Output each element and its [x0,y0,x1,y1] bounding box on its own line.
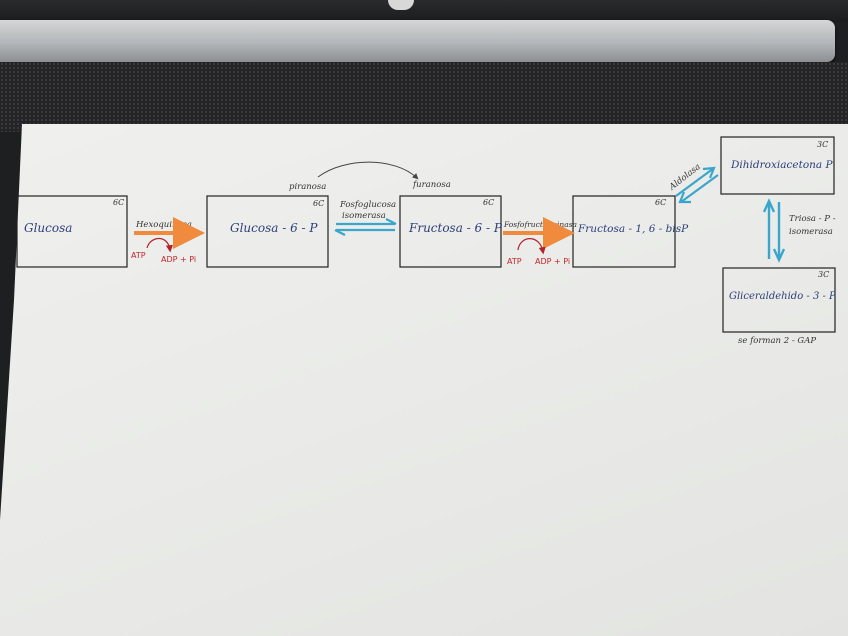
enzyme-fosfoglucosa-line1: Fosfoglucosa [339,200,396,210]
box-glucosa-label: Glucosa [24,221,72,235]
box-glucosa-6-p: Glucosa - 6 - P 6C [207,196,328,267]
box-gliceraldehido-3-p-label: Gliceraldehido - 3 - P [729,291,836,302]
box-fructosa-1-6-bisp-label: Fructosa - 1, 6 - bisP [577,223,689,235]
cofactor-adp-2: ADP + Pi [535,257,570,266]
ring-conversion-arc [318,162,417,178]
cofactor-arc-1 [147,239,170,251]
box-fructosa-6-p-label: Fructosa - 6 - P [408,221,503,235]
cofactor-adp-1: ADP + Pi [161,255,196,264]
step-hexoquinasa: Hexoquinasa ATP ADP + Pi [131,220,197,264]
cofactor-atp-1: ATP [131,251,146,260]
box-glucosa-6-p-carbons: 6C [313,199,324,208]
step-triosa-p-isomerasa: Triosa - P - isomerasa [764,201,836,260]
box-fructosa-1-6-bisp-carbons: 6C [655,198,666,207]
ring-form-piranosa: piranosa [289,182,326,192]
enzyme-fosfoglucosa-line2: isomerasa [342,211,386,221]
box-dihidroxiacetona-p: Dihidroxiacetona P 3C [721,137,834,194]
enzyme-triosa-line1: Triosa - P - [789,214,836,224]
box-glucosa-carbons: 6C [113,198,124,207]
cofactor-atp-2: ATP [507,257,522,266]
box-fructosa-6-p: Fructosa - 6 - P 6C [400,196,503,267]
box-gliceraldehido-3-p-carbons: 3C [818,270,829,279]
step-fosfofructoquinasa: Fosfofructoquinasa ATP ADP + Pi [503,220,577,266]
box-dihidroxiacetona-p-carbons: 3C [817,140,828,149]
footnote-gap: se forman 2 - GAP [738,336,816,346]
enzyme-hexoquinasa: Hexoquinasa [135,220,192,230]
box-gliceraldehido-3-p: Gliceraldehido - 3 - P 3C [723,268,836,332]
cofactor-arc-2 [518,239,543,252]
box-glucosa: Glucosa 6C [17,196,127,267]
box-fructosa-6-p-carbons: 6C [483,198,494,207]
ring-form-furanosa: furanosa [412,180,451,190]
enzyme-fosfofructoquinasa: Fosfofructoquinasa [503,220,577,229]
box-fructosa-1-6-bisp: Fructosa - 1, 6 - bisP 6C [573,196,689,267]
box-dihidroxiacetona-p-label: Dihidroxiacetona P [730,159,833,171]
box-glucosa-6-p-label: Glucosa - 6 - P [230,221,318,235]
enzyme-triosa-line2: isomerasa [789,227,833,237]
